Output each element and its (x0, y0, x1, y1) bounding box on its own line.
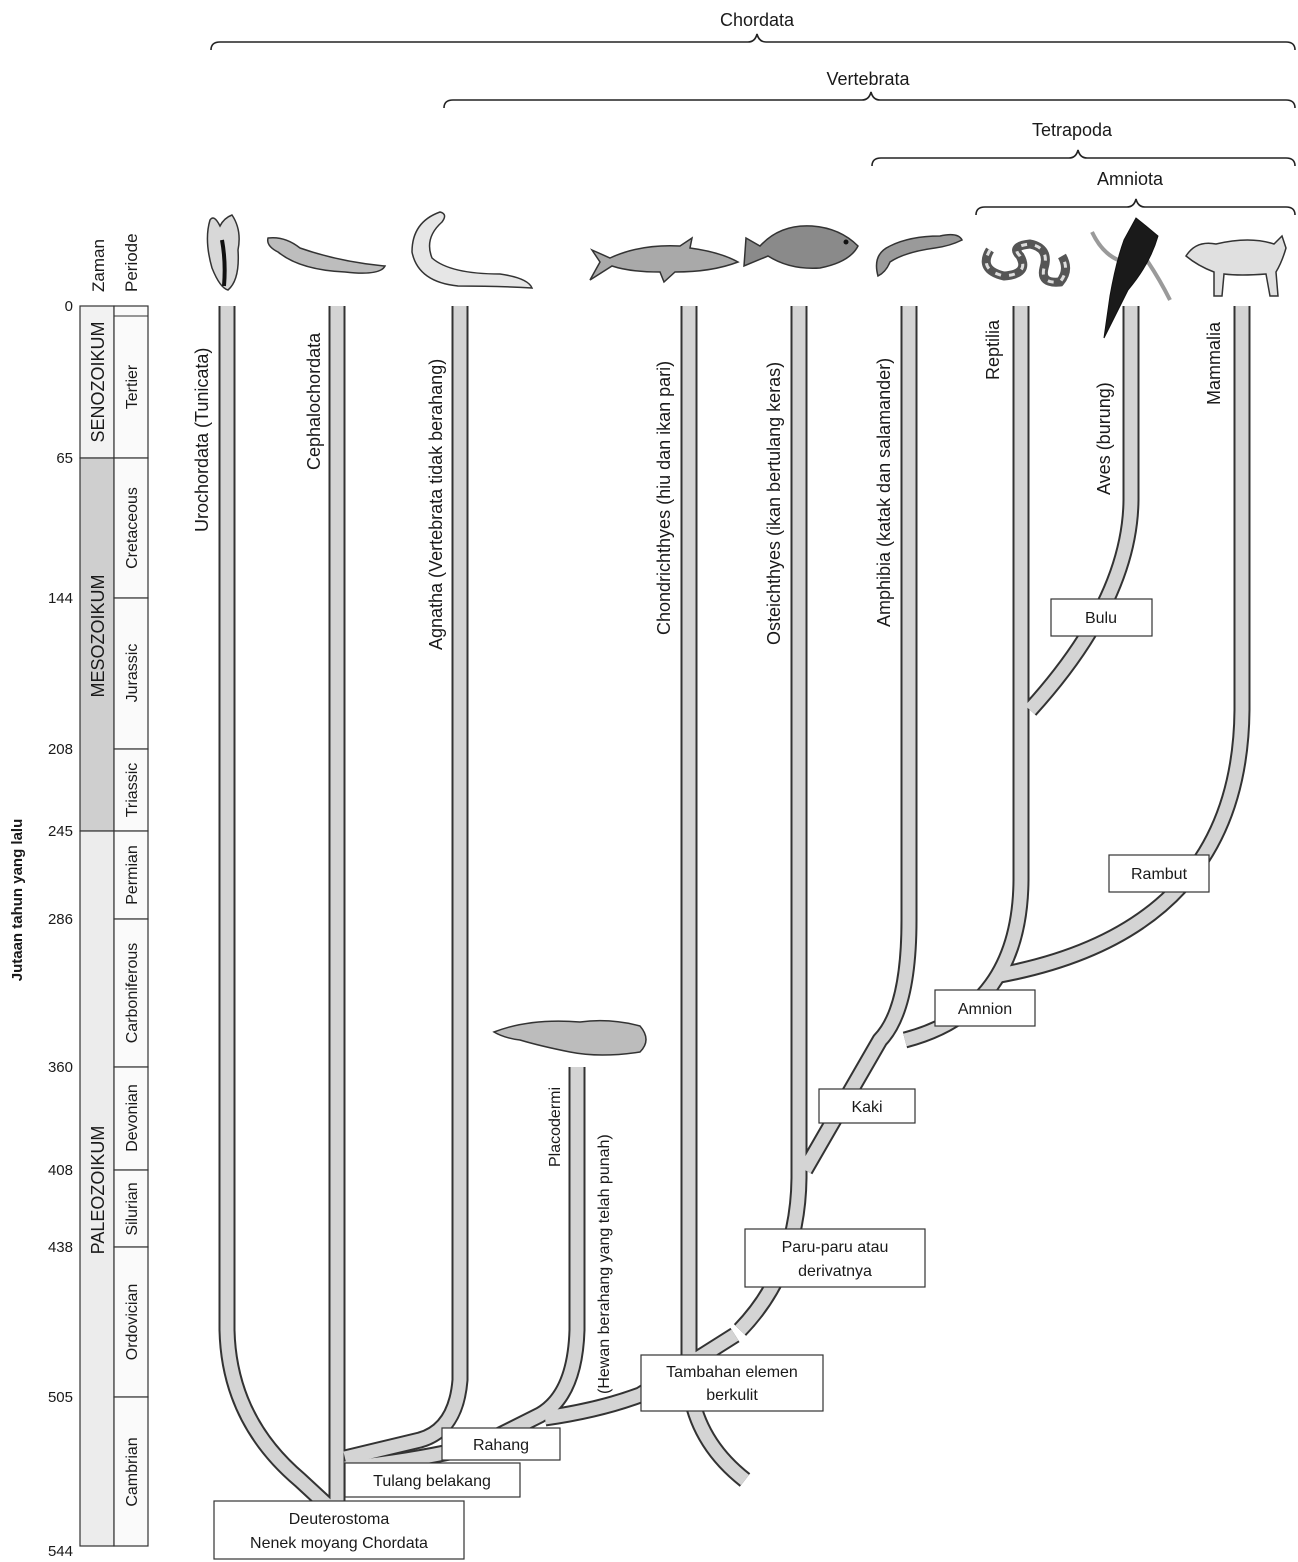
trait-box-paru-paru: Paru-paru atau derivatnya (745, 1229, 925, 1287)
wildcat-icon (1186, 236, 1286, 296)
trait-label: Bulu (1085, 610, 1117, 627)
tick-label: 438 (48, 1239, 73, 1256)
period-label-cretaceous: Cretaceous (124, 487, 141, 569)
trait-label: Amnion (958, 1001, 1012, 1018)
taxon-label-osteichthyes: Osteichthyes (ikan bertulang keras) (764, 362, 784, 645)
lamprey-icon (412, 212, 532, 288)
trait-label: derivatnya (798, 1263, 872, 1280)
trait-box-tulang-belakang: Tulang belakang (345, 1463, 520, 1497)
snake-icon (986, 244, 1065, 282)
branch-urochordata-outline (227, 306, 327, 1505)
placoderm-icon (494, 1021, 646, 1055)
tunicate-icon (207, 215, 239, 290)
tick-label: 144 (48, 590, 73, 607)
tick-label: 286 (48, 911, 73, 928)
era-column-header: Zaman (89, 239, 108, 292)
trait-box-amnion: Amnion (935, 990, 1035, 1026)
bracket-label-tetrapoda: Tetrapoda (1032, 120, 1113, 140)
tick-label: 408 (48, 1162, 73, 1179)
taxon-label-aves: Aves (burung) (1094, 382, 1114, 495)
period-label-carboniferous: Carboniferous (124, 943, 141, 1044)
trait-box-rambut: Rambut (1109, 855, 1209, 892)
clade-brackets: Chordata Vertebrata Tetrapoda Amniota (211, 10, 1295, 215)
tick-label: 544 (48, 1543, 73, 1560)
tick-label: 0 (65, 298, 73, 315)
salamander-icon (877, 235, 963, 276)
period-label-jurassic: Jurassic (124, 644, 141, 703)
trait-box-bulu: Bulu (1051, 599, 1152, 636)
time-axis-ticks: 0 65 144 208 245 286 360 408 438 505 544 (48, 298, 73, 1560)
bony-fish-icon (744, 226, 858, 268)
period-label-permian: Permian (124, 845, 141, 905)
period-label-ordovician: Ordovician (124, 1284, 141, 1360)
taxon-labels: Urochordata (Tunicata) Cephalochordata A… (192, 319, 1224, 1394)
taxon-label-amphibia: Amphibia (katak dan salamander) (874, 358, 894, 627)
bracket-label-vertebrata: Vertebrata (826, 69, 910, 89)
tick-label: 505 (48, 1389, 73, 1406)
period-label-triassic: Triassic (124, 763, 141, 818)
taxon-label-cephalochordata: Cephalochordata (304, 332, 324, 470)
trait-label: Deuterostoma (289, 1511, 390, 1528)
taxon-note-placodermi: (Hewan berahang yang telah punah) (596, 1134, 613, 1394)
bracket-amniota (976, 199, 1295, 215)
trait-label: Tambahan elemen (666, 1364, 798, 1381)
trait-boxes: Deuterostoma Nenek moyang Chordata Tulan… (214, 599, 1209, 1559)
taxon-label-mammalia: Mammalia (1204, 321, 1224, 405)
tick-label: 360 (48, 1059, 73, 1076)
trait-box-deuterostoma: Deuterostoma Nenek moyang Chordata (214, 1501, 464, 1559)
branch-aves (1030, 306, 1131, 710)
period-column-header: Periode (122, 233, 141, 292)
bracket-chordata (211, 34, 1295, 50)
tree-branches (227, 306, 1242, 1525)
trait-box-kaki: Kaki (819, 1089, 915, 1123)
taxon-label-chondrichthyes: Chondrichthyes (hiu dan ikan pari) (654, 361, 674, 635)
lancelet-icon (268, 238, 385, 273)
period-label-cambrian: Cambrian (124, 1437, 141, 1506)
period-label-tertier: Tertier (124, 364, 141, 409)
branch-chondrichthyes-outline (689, 306, 745, 1480)
branch-urochordata (227, 306, 327, 1505)
trait-label: Rahang (473, 1437, 529, 1454)
period-label-devonian: Devonian (124, 1084, 141, 1152)
bracket-tetrapoda (872, 150, 1295, 166)
bracket-label-amniota: Amniota (1097, 169, 1164, 189)
era-label-mesozoikum: MESOZOIKUM (88, 574, 108, 697)
branch-reptilia-outline (905, 306, 1021, 1040)
trait-label: Nenek moyang Chordata (250, 1535, 428, 1552)
taxon-label-urochordata: Urochordata (Tunicata) (192, 348, 212, 532)
taxon-label-reptilia: Reptilia (983, 319, 1003, 380)
period-label-silurian: Silurian (124, 1182, 141, 1235)
trait-label: Tulang belakang (373, 1473, 491, 1490)
trait-box-tambahan-elemen: Tambahan elemen berkulit (641, 1355, 823, 1411)
taxon-label-placodermi: Placodermi (547, 1087, 564, 1167)
time-scale-table: SENOZOIKUM MESOZOIKUM PALEOZOIKUM Tertie… (80, 306, 148, 1546)
tick-label: 65 (56, 450, 73, 467)
taxon-label-agnatha: Agnatha (Vertebrata tidak berahang) (426, 359, 446, 650)
era-label-senozoikum: SENOZOIKUM (88, 321, 108, 442)
trait-box-rahang: Rahang (442, 1428, 560, 1460)
trait-label: Paru-paru atau (782, 1239, 889, 1256)
bracket-vertebrata (444, 92, 1295, 108)
trait-label: Kaki (851, 1099, 882, 1116)
era-label-paleozoikum: PALEOZOIKUM (88, 1126, 108, 1255)
tick-label: 245 (48, 823, 73, 840)
bracket-label-chordata: Chordata (720, 10, 795, 30)
tick-label: 208 (48, 741, 73, 758)
axis-title: Jutaan tahun yang lalu (9, 819, 26, 982)
trait-label: Rambut (1131, 866, 1188, 883)
branch-reptilia (905, 306, 1021, 1040)
trait-label: berkulit (706, 1387, 758, 1404)
shark-icon (590, 238, 738, 282)
